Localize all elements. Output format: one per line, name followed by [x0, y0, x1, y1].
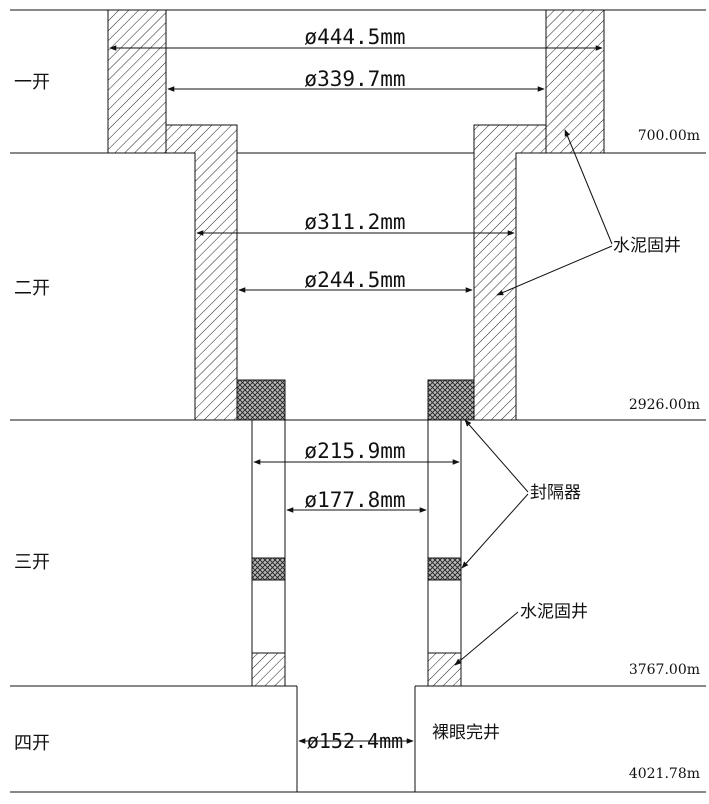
- stage-label-2: 二开: [14, 278, 50, 299]
- cement-stage1-left: [107, 9, 167, 154]
- leader-cement-lower: [454, 611, 519, 666]
- cement-stage1-right: [545, 9, 605, 154]
- leader-cement-upper-2: [496, 245, 613, 296]
- packer-top-right: [427, 379, 475, 421]
- annotation-cement-lower: 水泥固井: [520, 602, 588, 622]
- depth-label-1: 700.00m: [638, 128, 700, 144]
- stage-label-1: 一开: [14, 72, 50, 93]
- annotation-packer: 封隔器: [530, 483, 581, 503]
- casing-stage3-left: [251, 419, 286, 687]
- diameter-label-339: ø339.7mm: [304, 67, 405, 91]
- diameter-label-215: ø215.9mm: [304, 439, 405, 463]
- cement-stage3-left: [251, 652, 286, 687]
- diameter-label-244: ø244.5mm: [304, 268, 405, 292]
- diameter-label-177: ø177.8mm: [304, 488, 405, 512]
- diameter-label-444: ø444.5mm: [304, 25, 405, 49]
- cement-stage2-right: [473, 124, 547, 421]
- diameter-label-311: ø311.2mm: [304, 210, 405, 234]
- diameter-label-152: ø152.4mm: [307, 729, 403, 753]
- packer-mid-left: [251, 557, 286, 581]
- leader-packer-1: [464, 419, 529, 493]
- casing-stage3-right: [427, 419, 462, 687]
- leader-packer-2: [461, 493, 529, 569]
- stage-label-3: 三开: [14, 552, 50, 573]
- stage-label-4: 四开: [14, 733, 50, 754]
- annotation-cement-upper: 水泥固井: [613, 236, 681, 256]
- cement-stage2-left: [165, 124, 238, 421]
- depth-label-2: 2926.00m: [629, 397, 700, 413]
- depth-label-4: 4021.78m: [629, 766, 700, 782]
- packer-mid-right: [427, 557, 462, 581]
- annotation-open-hole: 裸眼完井: [432, 723, 500, 743]
- packer-top-left: [236, 379, 286, 421]
- cement-stage3-right: [427, 652, 462, 687]
- leader-cement-upper-1: [564, 129, 613, 245]
- depth-label-3: 3767.00m: [629, 662, 700, 678]
